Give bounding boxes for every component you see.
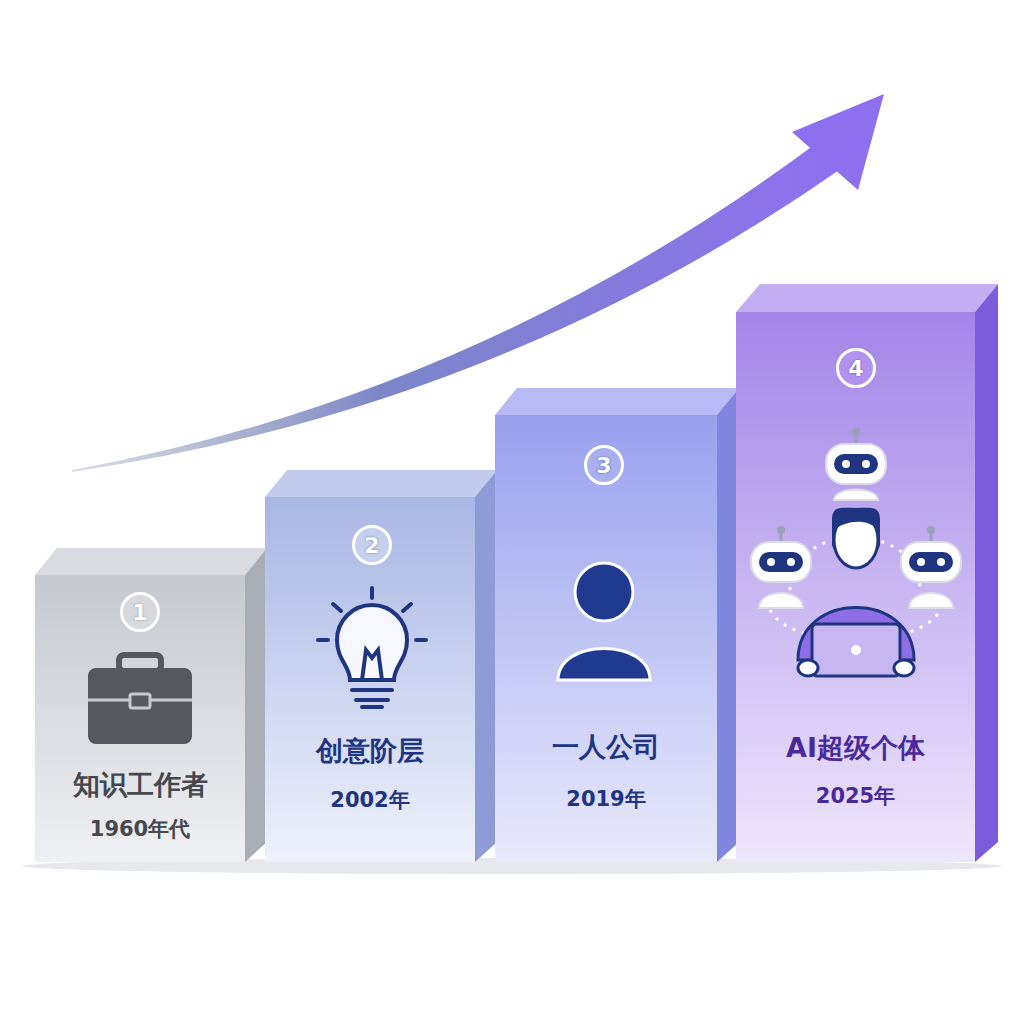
bar-top bbox=[736, 284, 998, 312]
bar-year: 2002年 bbox=[265, 786, 475, 814]
bar-box: AI超级个体 2025年 4 bbox=[736, 312, 975, 862]
number-text: 4 bbox=[848, 356, 863, 381]
bar-box: 知识工作者 1960年代 1 bbox=[35, 575, 245, 862]
person-icon bbox=[558, 563, 650, 680]
arrow-head bbox=[792, 94, 884, 190]
bar-top bbox=[265, 470, 497, 497]
lightbulb-icon bbox=[318, 588, 426, 707]
callout-number: 2 bbox=[352, 525, 392, 565]
bar-title: AI超级个体 bbox=[736, 730, 975, 766]
briefcase-icon bbox=[88, 655, 192, 744]
bar-side bbox=[245, 548, 267, 862]
callout-number: 1 bbox=[120, 592, 160, 632]
number-text: 1 bbox=[132, 600, 147, 625]
bar-top bbox=[495, 388, 739, 415]
bar-top bbox=[35, 548, 267, 575]
bar-box: 创意阶层 2002年 2 bbox=[265, 497, 475, 862]
bar-side bbox=[975, 284, 998, 862]
bar-box: 一人公司 2019年 3 bbox=[495, 415, 717, 862]
bar-title: 一人公司 bbox=[495, 729, 717, 765]
bar-side bbox=[475, 470, 497, 862]
callout-number: 4 bbox=[836, 348, 876, 388]
ai-team-icon bbox=[751, 428, 961, 676]
bar-year: 1960年代 bbox=[35, 815, 245, 843]
bar-year: 2025年 bbox=[736, 782, 975, 810]
bar-year: 2019年 bbox=[495, 785, 717, 813]
bar-title: 知识工作者 bbox=[35, 767, 245, 803]
number-text: 2 bbox=[364, 533, 379, 558]
callout-number: 3 bbox=[584, 445, 624, 485]
number-text: 3 bbox=[596, 453, 611, 478]
bar-title: 创意阶层 bbox=[265, 733, 475, 769]
